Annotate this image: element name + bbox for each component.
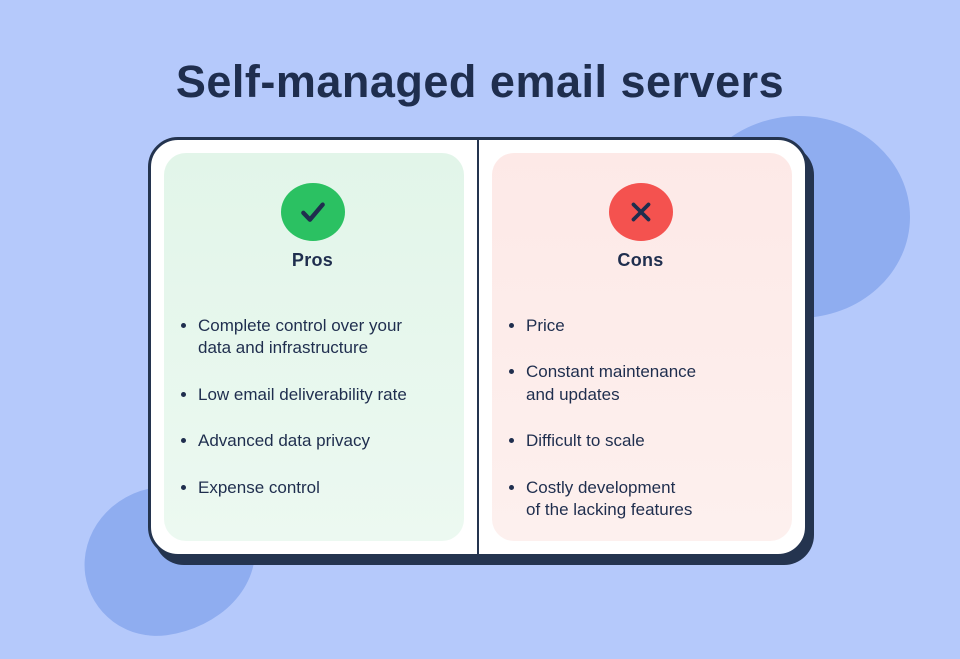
- pros-header: Pros: [181, 183, 444, 271]
- list-item: Advanced data privacy: [181, 430, 444, 452]
- bullet-dot: [509, 484, 514, 490]
- pros-item: Advanced data privacy: [198, 431, 370, 451]
- pros-item: Low email deliverability rate: [198, 384, 407, 404]
- list-item: Expense control: [181, 477, 444, 499]
- cons-header: Cons: [509, 183, 772, 271]
- cons-list: Price Constant maintenance and updates D…: [509, 315, 772, 522]
- list-item: Costly development of the lacking featur…: [509, 477, 772, 522]
- bullet-dot: [181, 438, 186, 444]
- list-item: Difficult to scale: [509, 430, 772, 452]
- cons-item: Price: [526, 316, 565, 335]
- check-icon: [280, 183, 345, 241]
- pros-item: Complete control over your data and infr…: [198, 316, 403, 358]
- bullet-dot: [509, 323, 514, 328]
- cons-panel: Cons Price Constant maintenance and upda…: [492, 153, 792, 541]
- list-item: Low email deliverability rate: [181, 384, 444, 406]
- list-item: Complete control over your data and infr…: [181, 315, 444, 360]
- bullet-dot: [509, 438, 514, 444]
- list-item: Price: [509, 315, 772, 337]
- pros-label: Pros: [291, 250, 334, 270]
- pros-list: Complete control over your data and infr…: [181, 315, 444, 499]
- pros-item: Expense control: [198, 477, 320, 497]
- pros-panel: Pros Complete control over your data and…: [164, 153, 464, 541]
- page-title: Self-managed email servers: [175, 56, 785, 107]
- bullet-dot: [181, 323, 186, 328]
- card-divider: [477, 140, 479, 554]
- cons-label: Cons: [617, 250, 664, 270]
- bullet-dot: [181, 391, 186, 397]
- cons-item: Costly development of the lacking featur…: [526, 477, 693, 520]
- x-icon: [608, 183, 673, 241]
- cons-item: Constant maintenance and updates: [526, 362, 697, 404]
- cons-item: Difficult to scale: [526, 431, 645, 451]
- list-item: Constant maintenance and updates: [509, 361, 772, 406]
- bullet-dot: [181, 484, 186, 490]
- comparison-card: Pros Complete control over your data and…: [148, 137, 808, 557]
- bullet-dot: [509, 369, 514, 375]
